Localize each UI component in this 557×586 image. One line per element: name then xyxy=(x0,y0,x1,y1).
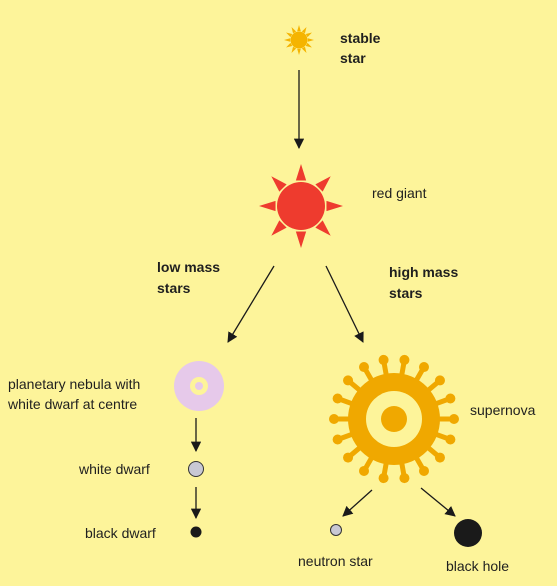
stable-star-ray xyxy=(307,38,314,42)
red-giant-spike xyxy=(295,164,307,181)
supernova-spike-knob xyxy=(419,465,429,476)
planetary-nebula-icon xyxy=(174,361,224,411)
supernova-spike-knob xyxy=(359,465,369,476)
supernova-spike-knob xyxy=(399,473,410,484)
black-hole-label: black hole xyxy=(446,558,509,574)
red-giant-spike xyxy=(295,231,307,248)
stable-star-ray xyxy=(301,27,307,34)
white-dwarf-icon xyxy=(188,461,204,477)
neutron-star-icon xyxy=(330,524,342,536)
black-dwarf-icon xyxy=(190,526,202,538)
arrow-to-supernova xyxy=(325,265,364,343)
supernova-spike-knob xyxy=(445,393,456,404)
arrow-to-planetary-nebula xyxy=(227,265,275,343)
supernova-spike-knob xyxy=(378,354,389,365)
red-giant-spike xyxy=(326,200,343,212)
arrow-to-black-hole xyxy=(420,487,456,517)
white-dwarf-label: white dwarf xyxy=(78,461,150,477)
supernova-label: supernova xyxy=(470,402,536,418)
stable-star-ray xyxy=(305,32,312,38)
supernova-spike-knob xyxy=(399,354,410,365)
supernova-spike-knob xyxy=(445,434,456,445)
stable-star-ray xyxy=(301,46,307,53)
red-giant-icon xyxy=(259,164,343,248)
stable-star-ray xyxy=(297,48,301,55)
stable-star-ray xyxy=(305,42,312,48)
stable-star-ray xyxy=(286,42,293,48)
red-giant-label: red giant xyxy=(372,185,427,201)
supernova-spike-knob xyxy=(419,362,429,373)
stable-star-ray xyxy=(291,46,297,53)
red-giant-spike xyxy=(271,220,287,236)
supernova-icon xyxy=(329,354,459,484)
stable-star-icon xyxy=(284,25,314,55)
low-mass-label-line2: stars xyxy=(157,280,191,296)
low-mass-label-line1: low mass xyxy=(157,259,220,275)
supernova-spike-knob xyxy=(449,414,459,424)
stable-star-ray xyxy=(291,27,297,34)
high-mass-label-line1: high mass xyxy=(389,264,458,280)
supernova-spike-knob xyxy=(329,414,339,424)
supernova-spike-knob xyxy=(359,362,369,373)
planetary-nebula-label-line2: white dwarf at centre xyxy=(7,396,137,412)
red-giant-spike xyxy=(259,200,276,212)
stable-star-ray xyxy=(284,38,291,42)
stable-star-label-line2: star xyxy=(340,50,366,66)
supernova-spike-knob xyxy=(434,452,445,463)
supernova-spike-knob xyxy=(434,375,445,386)
red-giant-spike xyxy=(271,176,287,192)
red-giant-spike xyxy=(315,220,331,236)
stable-star-label-line1: stable xyxy=(340,30,381,46)
stable-star-ray xyxy=(297,25,301,32)
supernova-spike-knob xyxy=(343,375,354,386)
supernova-spike-knob xyxy=(378,473,389,484)
neutron-star-label: neutron star xyxy=(298,553,373,569)
supernova-spike-knob xyxy=(343,452,354,463)
red-giant-spike xyxy=(315,176,331,192)
high-mass-label-line2: stars xyxy=(389,285,423,301)
black-hole-icon xyxy=(454,519,482,547)
black-dwarf-label: black dwarf xyxy=(85,525,156,541)
supernova-spike-knob xyxy=(332,393,343,404)
supernova-spike-knob xyxy=(332,434,343,445)
stable-star-ray xyxy=(286,32,293,38)
arrow-to-neutron-star xyxy=(342,489,373,517)
planetary-nebula-label-line1: planetary nebula with xyxy=(8,376,140,392)
